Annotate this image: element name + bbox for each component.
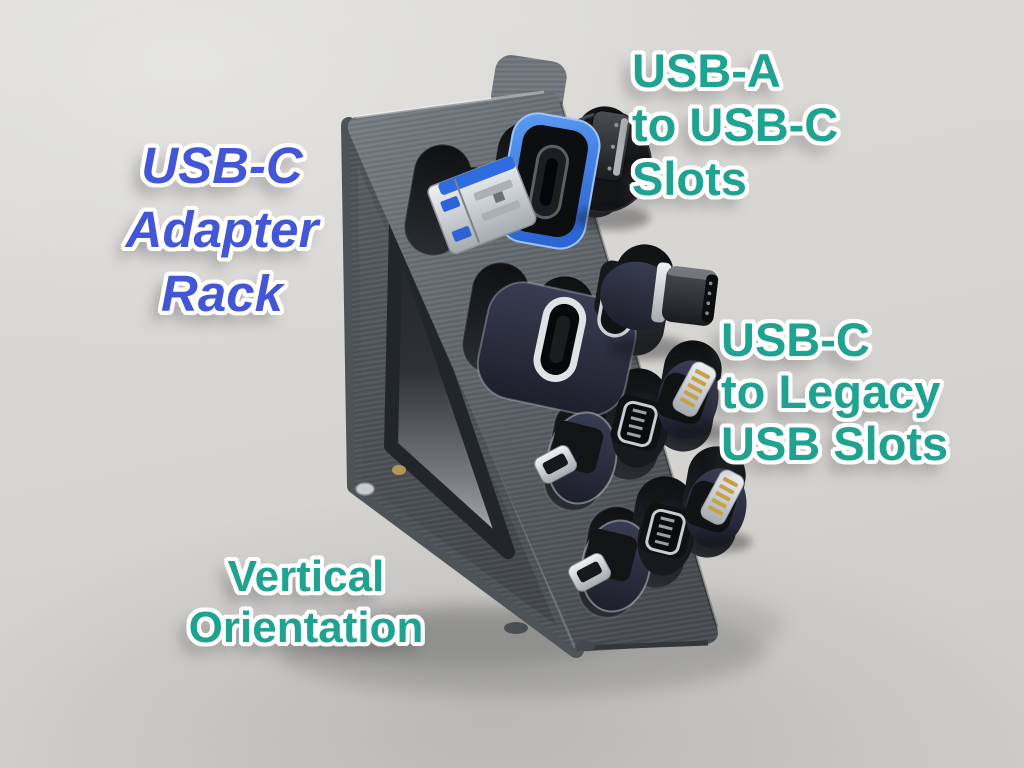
title-line-1: USB-C [141, 137, 303, 194]
row3-micro-usb-adapter [534, 411, 618, 505]
orientation-line-2: Orientation [188, 603, 424, 652]
bottom-bump [575, 641, 595, 651]
row4-lightning-adapter [684, 468, 747, 548]
bottom-bump [504, 622, 528, 634]
orientation-line-1: Vertical [227, 552, 385, 601]
silver-foot [355, 482, 375, 496]
triangle-cutout [384, 215, 515, 559]
label-usb-a-to-usb-c-slots: USB-A to USB-C Slots [632, 44, 838, 206]
usb-a-slots-line-1: USB-A [632, 44, 781, 97]
row2-usb-c-plug-adapter [600, 261, 719, 331]
plug-shadows [574, 206, 752, 552]
legacy-slots-line-1: USB-C [721, 313, 870, 366]
title-line-3: Rack [161, 265, 283, 322]
row3-mini-usb-adapter [610, 392, 669, 468]
usb-a-slots-line-3: Slots [632, 152, 747, 205]
title-line-2: Adapter [125, 201, 319, 258]
brass-foot [392, 465, 406, 475]
row2-usb-c-port-adapter [476, 281, 637, 417]
legacy-slots-line-3: USB Slots [721, 417, 949, 470]
label-usb-c-to-legacy-slots: USB-C to Legacy USB Slots [721, 314, 948, 470]
legacy-slots-line-2: to Legacy [721, 365, 941, 418]
row4-micro-usb-adapter [568, 519, 652, 613]
label-usb-c-adapter-rack: USB-C Adapter Rack [96, 134, 348, 326]
row3-lightning-adapter [656, 360, 719, 440]
usb-a-slots-line-2: to USB-C [632, 98, 839, 151]
label-vertical-orientation: Vertical Orientation [150, 551, 462, 653]
row4-mini-usb-adapter [637, 500, 695, 576]
row1-usb-a-plug [427, 156, 537, 255]
